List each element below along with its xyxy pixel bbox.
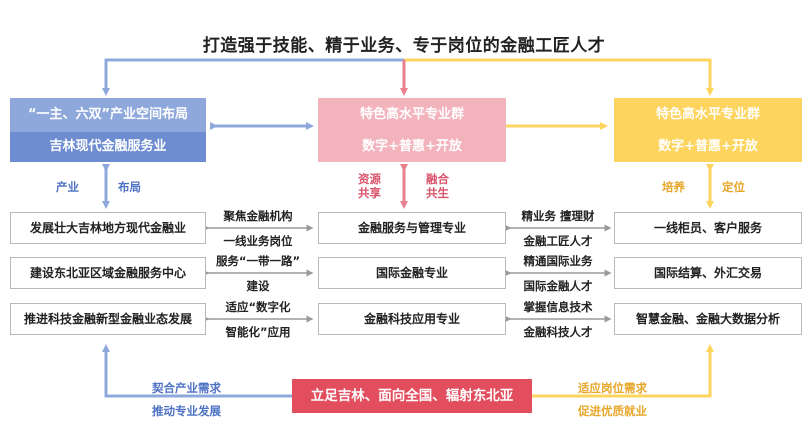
left-box-2: 建设东北亚区域金融服务中心 bbox=[10, 257, 206, 289]
header-middle: 特色高水平专业群 数字+普惠+开放 bbox=[318, 98, 506, 162]
right-box-3: 智慧金融、金融大数据分析 bbox=[614, 303, 802, 335]
link-left-1-bottom: 一线业务岗位 bbox=[223, 234, 293, 248]
header-left: “一主、六双”产业空间布局 吉林现代金融服务业 bbox=[10, 98, 206, 162]
link-right-3-bottom: 金融科技人才 bbox=[523, 325, 593, 339]
link-right-1-top: 精业务 擅理财 bbox=[521, 209, 595, 223]
header-left-top: “一主、六双”产业空间布局 bbox=[10, 98, 206, 132]
top-arrow-left bbox=[102, 58, 404, 96]
left-box-1: 发展壮大吉林地方现代金融业 bbox=[10, 212, 206, 244]
right-box-2: 国际结算、外汇交易 bbox=[614, 257, 802, 289]
diagram-title: 打造强于技能、精于业务、专于岗位的金融工匠人才 bbox=[202, 36, 606, 56]
header-left-bottom: 吉林现代金融服务业 bbox=[10, 132, 206, 162]
link-right-2-top: 精通国际业务 bbox=[523, 254, 593, 268]
link-left-2-bottom: 建设 bbox=[246, 279, 270, 293]
header-middle-bottom: 数字+普惠+开放 bbox=[318, 132, 506, 162]
link-right-1-bottom: 金融工匠人才 bbox=[523, 234, 593, 248]
header-right-bottom: 数字+普惠+开放 bbox=[614, 132, 802, 162]
left-arrow-label-2: 布局 bbox=[118, 180, 141, 194]
link-left-3-bottom: 智能化”应用 bbox=[225, 325, 291, 339]
bottom-arrow-right bbox=[532, 344, 714, 398]
bottom-left-label-2: 推动专业发展 bbox=[152, 404, 221, 418]
left-arrow-label-1: 产业 bbox=[56, 180, 79, 194]
bottom-center-box: 立足吉林、面向全国、辐射东北亚 bbox=[292, 379, 532, 413]
middle-arrow-label-1: 资源 共享 bbox=[358, 172, 381, 200]
link-left-1-top: 聚焦金融机构 bbox=[223, 209, 293, 223]
header-right-top: 特色高水平专业群 bbox=[614, 98, 802, 132]
header-right: 特色高水平专业群 数字+普惠+开放 bbox=[614, 98, 802, 162]
link-right-2-bottom: 国际金融人才 bbox=[523, 279, 593, 293]
middle-box-2: 国际金融专业 bbox=[318, 257, 506, 289]
link-left-2-top: 服务“一带一路” bbox=[215, 254, 301, 268]
bottom-left-label-1: 契合产业需求 bbox=[152, 381, 221, 395]
bottom-right-label-1: 适应岗位需求 bbox=[578, 381, 647, 395]
right-box-1: 一线柜员、客户服务 bbox=[614, 212, 802, 244]
bottom-right-label-2: 促进优质就业 bbox=[578, 404, 647, 418]
header-middle-top: 特色高水平专业群 bbox=[318, 98, 506, 132]
middle-arrow-label-2: 融合 共生 bbox=[426, 172, 449, 200]
link-right-3-top: 掌握信息技术 bbox=[523, 300, 593, 314]
link-left-3-top: 适应“数字化 bbox=[225, 300, 291, 314]
left-box-3: 推进科技金融新型金融业态发展 bbox=[10, 303, 206, 335]
right-arrow-label-1: 培养 bbox=[662, 180, 685, 194]
top-arrow-right bbox=[404, 58, 714, 96]
bottom-arrow-left bbox=[102, 344, 292, 398]
middle-box-1: 金融服务与管理专业 bbox=[318, 212, 506, 244]
middle-box-3: 金融科技应用专业 bbox=[318, 303, 506, 335]
right-arrow-label-2: 定位 bbox=[722, 180, 745, 194]
